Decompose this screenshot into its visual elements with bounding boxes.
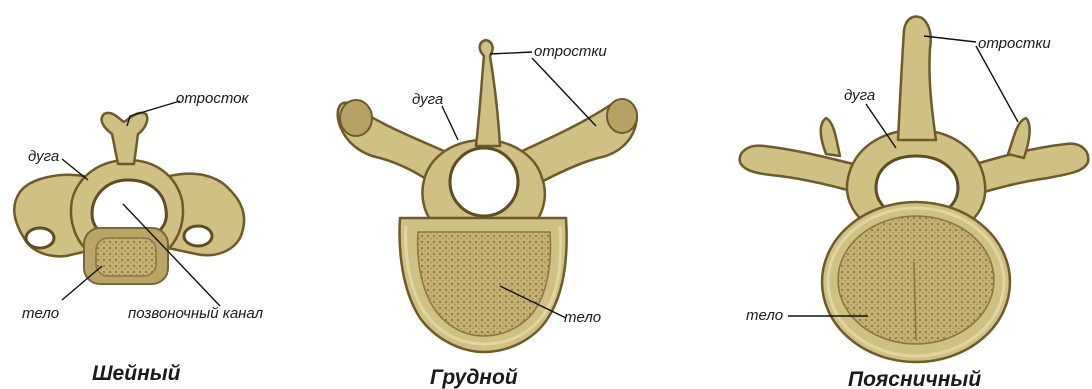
thoracic-spinous-process <box>476 40 500 146</box>
cervical-arch-label: дуга <box>28 148 59 165</box>
thoracic-vertebra: отростки дуга тело Грудной <box>338 40 637 389</box>
lumbar-title: Поясничный <box>848 368 981 389</box>
cervical-body-label: тело <box>22 305 59 322</box>
lumbar-body-label: тело <box>746 307 783 324</box>
cervical-spinous-process <box>102 113 148 164</box>
cervical-vertebra: отросток дуга тело позвоночный канал Шей… <box>14 90 263 385</box>
cervical-title: Шейный <box>92 362 181 385</box>
lumbar-arch-label: дуга <box>844 87 875 104</box>
thoracic-arch-label: дуга <box>412 91 443 108</box>
cervical-right-foramen <box>184 226 212 246</box>
lumbar-spinous-process <box>898 17 936 141</box>
thoracic-body-label: тело <box>564 309 601 326</box>
lumbar-processes-label: отростки <box>978 35 1051 52</box>
thoracic-vertebral-canal <box>450 148 518 216</box>
lumbar-vertebra: отростки дуга тело Поясничный <box>740 17 1089 389</box>
thoracic-title: Грудной <box>430 366 518 389</box>
cervical-process-label: отросток <box>176 90 250 107</box>
cervical-left-foramen <box>26 228 54 248</box>
cervical-canal-label: позвоночный канал <box>128 305 264 322</box>
thoracic-processes-label: отростки <box>534 43 607 60</box>
